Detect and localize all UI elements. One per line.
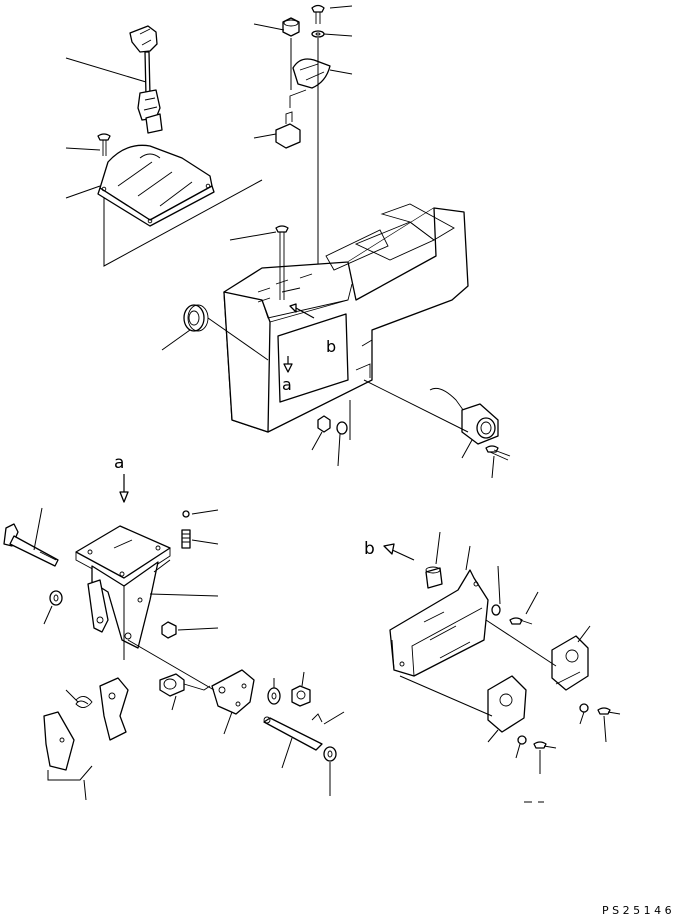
- bracket-bolt: [509, 617, 533, 625]
- small-bolt-left: [533, 741, 557, 749]
- leader-link-line: [127, 639, 215, 691]
- bracket-small: [99, 677, 129, 741]
- callout-a-bottom: a: [114, 453, 124, 473]
- leader-ball: [191, 509, 219, 515]
- callout-a-top: a: [282, 375, 292, 394]
- leader-side-switch-line: [363, 379, 469, 433]
- switch-left: [487, 675, 527, 733]
- leader-washer-console: [337, 433, 341, 467]
- side-switch: [429, 387, 499, 445]
- leader-cover-bolt: [65, 147, 101, 151]
- leader-clip: [65, 689, 79, 703]
- spring-clip: [75, 696, 93, 708]
- leader-small-bolt-right: [603, 715, 607, 743]
- callout-b-bottom: b: [364, 539, 375, 559]
- leader-console-screw: [229, 231, 277, 241]
- arrow-a-head: [283, 363, 293, 373]
- leader-long-bolt: [33, 507, 43, 551]
- leader-screw-top: [329, 5, 353, 9]
- link-plate: [211, 669, 255, 715]
- washer-top: [311, 30, 325, 38]
- leader-lock-nut: [177, 627, 219, 631]
- grommet: [183, 304, 209, 332]
- leader-nut-console: [311, 431, 323, 451]
- leader-side-bolt: [491, 455, 495, 479]
- pin-washer: [323, 746, 337, 762]
- leader-switch-top: [253, 133, 277, 139]
- lever-cover: [97, 144, 215, 227]
- leader-small-washer-right: [579, 711, 585, 725]
- small-ball: [182, 510, 190, 518]
- leader-bracket-bolt: [525, 591, 539, 615]
- block-top: [292, 58, 331, 89]
- console-screw: [275, 225, 289, 300]
- leader-nut-top: [253, 23, 285, 31]
- leader-washer-left: [43, 605, 53, 625]
- arrow-b-shaft: [295, 307, 315, 319]
- callout-b-top: b: [326, 337, 336, 356]
- leader-plate-side: [153, 559, 171, 573]
- leader-spring: [191, 539, 219, 545]
- arrow-b-head: [289, 303, 297, 313]
- leader-small-washer-left: [515, 743, 521, 759]
- leader-side-switch: [461, 439, 473, 459]
- nut-top: [282, 17, 300, 37]
- washer-console: [336, 421, 348, 435]
- spacer: [425, 566, 443, 589]
- leader-bracket-drop: [83, 779, 87, 801]
- lock-nut: [161, 621, 177, 639]
- arrow-b-bottom-head: [383, 543, 395, 555]
- switch-top: [275, 89, 307, 149]
- plate-washer: [267, 687, 281, 705]
- leader-link-plate: [223, 711, 233, 735]
- leader-switch-left: [487, 729, 499, 743]
- drawing-code: PS25146: [602, 904, 675, 917]
- leader-plate-nut: [301, 671, 305, 687]
- washer-left: [49, 590, 63, 606]
- bracket-washer: [491, 604, 501, 616]
- leader-spacer: [435, 531, 441, 565]
- leader-bracket: [465, 545, 471, 571]
- leader-pin: [281, 737, 293, 769]
- leader-switch-right: [577, 625, 591, 643]
- small-washer-left: [517, 735, 527, 745]
- console-box: [223, 203, 469, 433]
- leader-body: [149, 593, 219, 597]
- rod-end: [159, 673, 211, 697]
- bracket-large: [43, 711, 75, 771]
- lever-bracket: [137, 89, 163, 134]
- spring: [181, 529, 191, 549]
- cover-group-line: [103, 179, 263, 267]
- lever-knob: [129, 25, 158, 97]
- leader-washer-top: [323, 33, 353, 37]
- side-switch-bolt: [485, 445, 511, 461]
- leader-bracket-washer: [497, 565, 501, 605]
- leader-grommet: [161, 329, 191, 351]
- leader-rod-end: [171, 695, 177, 711]
- screw-top: [311, 4, 325, 24]
- small-bolt-right: [597, 707, 621, 715]
- lever-plate: [75, 525, 171, 587]
- long-bolt: [3, 523, 59, 567]
- plate-nut: [291, 685, 311, 707]
- leader-cover: [65, 185, 101, 199]
- arrow-a-bottom-head: [119, 491, 129, 503]
- leader-bracket-group: [47, 765, 93, 781]
- nut-console: [317, 415, 331, 433]
- leader-grommet-line: [207, 317, 269, 361]
- leader-block-top: [329, 69, 353, 75]
- lever-body: [87, 561, 159, 649]
- leader-right-line: [485, 619, 557, 667]
- switch-bracket: [389, 569, 489, 677]
- leader-lever: [65, 57, 147, 83]
- leader-cotter: [323, 711, 345, 725]
- leader-left-line: [399, 675, 493, 717]
- pin: [263, 716, 323, 751]
- switch-right: [551, 635, 589, 691]
- cover-bolt: [97, 133, 111, 156]
- small-washer-right: [579, 703, 589, 713]
- cotter-pin: [311, 713, 323, 723]
